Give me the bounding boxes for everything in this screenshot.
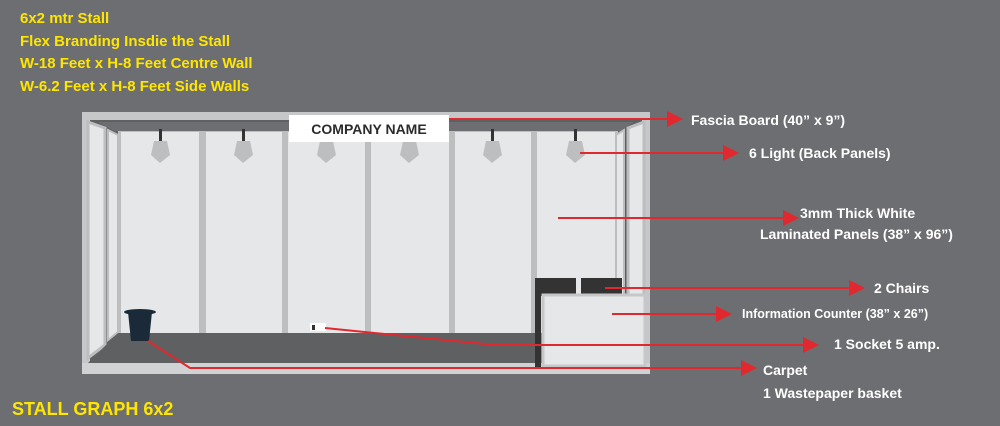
label-basket: 1 Wastepaper basket [763,385,902,401]
carpet [88,333,642,363]
socket-icon [310,323,326,331]
light-icon [234,129,253,163]
fascia-board: COMPANY NAME [289,115,449,142]
label-panels-1: 3mm Thick White [800,205,916,221]
spec-line: Flex Branding Insdie the Stall [20,32,231,50]
leader-lines [147,111,865,376]
spec-line: W-18 Feet x H-8 Feet Centre Wall [20,55,253,72]
wastepaper-basket-icon [124,309,156,341]
light-icon [566,129,585,163]
light-icon [400,141,419,163]
label-carpet: Carpet [763,362,808,378]
label-panels-2: Laminated Panels (38” x 96”) [760,226,953,242]
label-socket: 1 Socket 5 amp. [834,336,940,352]
lights [151,129,585,163]
spec-line: W-6.2 Feet x H-8 Feet Side Walls [20,77,250,95]
light-icon [317,141,336,163]
light-icon [483,129,502,163]
label-counter: Information Counter (38” x 26”) [742,307,929,321]
diagram-title: STALL GRAPH 6x2 [12,399,174,419]
stall-specs: 6x2 mtr Stall Flex Branding Insdie the S… [20,8,253,98]
label-fascia: Fascia Board (40” x 9”) [691,112,846,128]
label-light: 6 Light (Back Panels) [749,145,891,161]
chairs-icon [535,278,622,368]
label-chairs: 2 Chairs [874,280,930,296]
spec-line: 6x2 mtr Stall [20,10,110,27]
left-side-wall [86,119,107,362]
back-wall [118,130,618,335]
back-panels [121,132,615,335]
information-counter [541,293,647,368]
light-icon [151,129,170,163]
